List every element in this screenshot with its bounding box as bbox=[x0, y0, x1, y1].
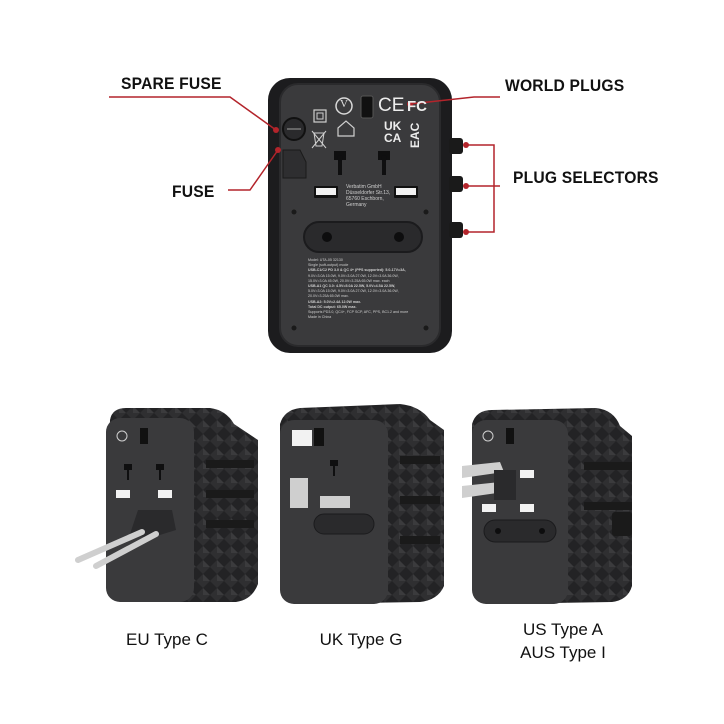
double-insulation-icon bbox=[313, 109, 327, 123]
caption-eu-type-c: EU Type C bbox=[126, 630, 208, 649]
main-adapter bbox=[268, 78, 463, 353]
socket-left bbox=[334, 151, 346, 175]
adapter-us-aus bbox=[462, 408, 632, 604]
socket-right bbox=[378, 151, 390, 175]
brand-logo-circle bbox=[335, 97, 353, 115]
eu-pin-socket bbox=[303, 221, 423, 253]
weee-bin-icon bbox=[313, 132, 325, 147]
usb-c-port-icon bbox=[360, 95, 374, 119]
usb-a-port-right bbox=[396, 188, 416, 195]
plug-selector-2 bbox=[449, 176, 463, 192]
callout-fuse: FUSE bbox=[172, 182, 215, 201]
plug-selector-3 bbox=[449, 222, 463, 238]
indoor-use-icon bbox=[337, 120, 355, 137]
callout-lines bbox=[109, 96, 500, 233]
caption-uk-type-g: UK Type G bbox=[319, 630, 403, 649]
caption-us-aus: US Type A AUS Type I bbox=[520, 620, 606, 662]
adapter-uk-type-g bbox=[280, 404, 444, 604]
adapter-face bbox=[280, 84, 440, 346]
callout-plug-selectors: PLUG SELECTORS bbox=[513, 168, 659, 187]
plug-selector-1 bbox=[449, 138, 463, 154]
adapter-eu-type-c bbox=[75, 408, 258, 602]
fuse-cap bbox=[282, 149, 307, 179]
callout-spare-fuse: SPARE FUSE bbox=[121, 74, 222, 93]
callout-world-plugs: WORLD PLUGS bbox=[505, 76, 625, 95]
usb-a-port-left bbox=[316, 188, 336, 195]
